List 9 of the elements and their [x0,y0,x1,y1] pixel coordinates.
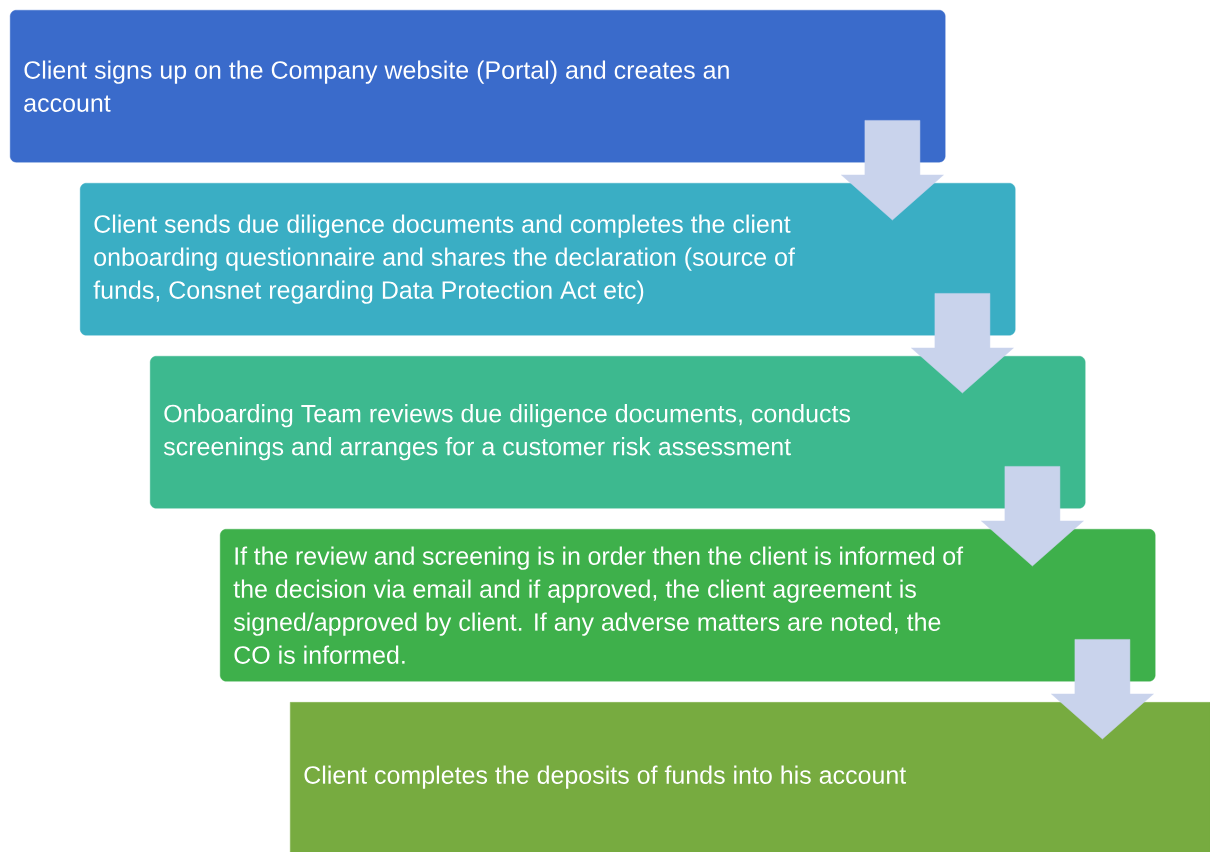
process-box: Client completes the deposits of funds into his account [290,702,1210,852]
block-arrow [841,120,944,221]
process-box: Client sends due diligence documents and completes the client onboarding questionnaire and shares the declaration (source of funds, Consnet regarding Data Protection Act etc) [80,183,1016,336]
process-box: If the review and screening is in order then the client is informed of the decision via email and if approved, the client agreement is signed/approved by client. If any adverse matters are noted, the CO is informed. [220,529,1156,682]
block-arrow [911,293,1014,394]
block-arrow [981,466,1084,567]
process-box: Onboarding Team reviews due diligence documents, conducts screenings and arranges for a customer risk assessment [150,356,1086,509]
process-box: Client signs up on the Company website (Portal) and creates an account [10,10,946,163]
block-arrow [1051,639,1154,740]
